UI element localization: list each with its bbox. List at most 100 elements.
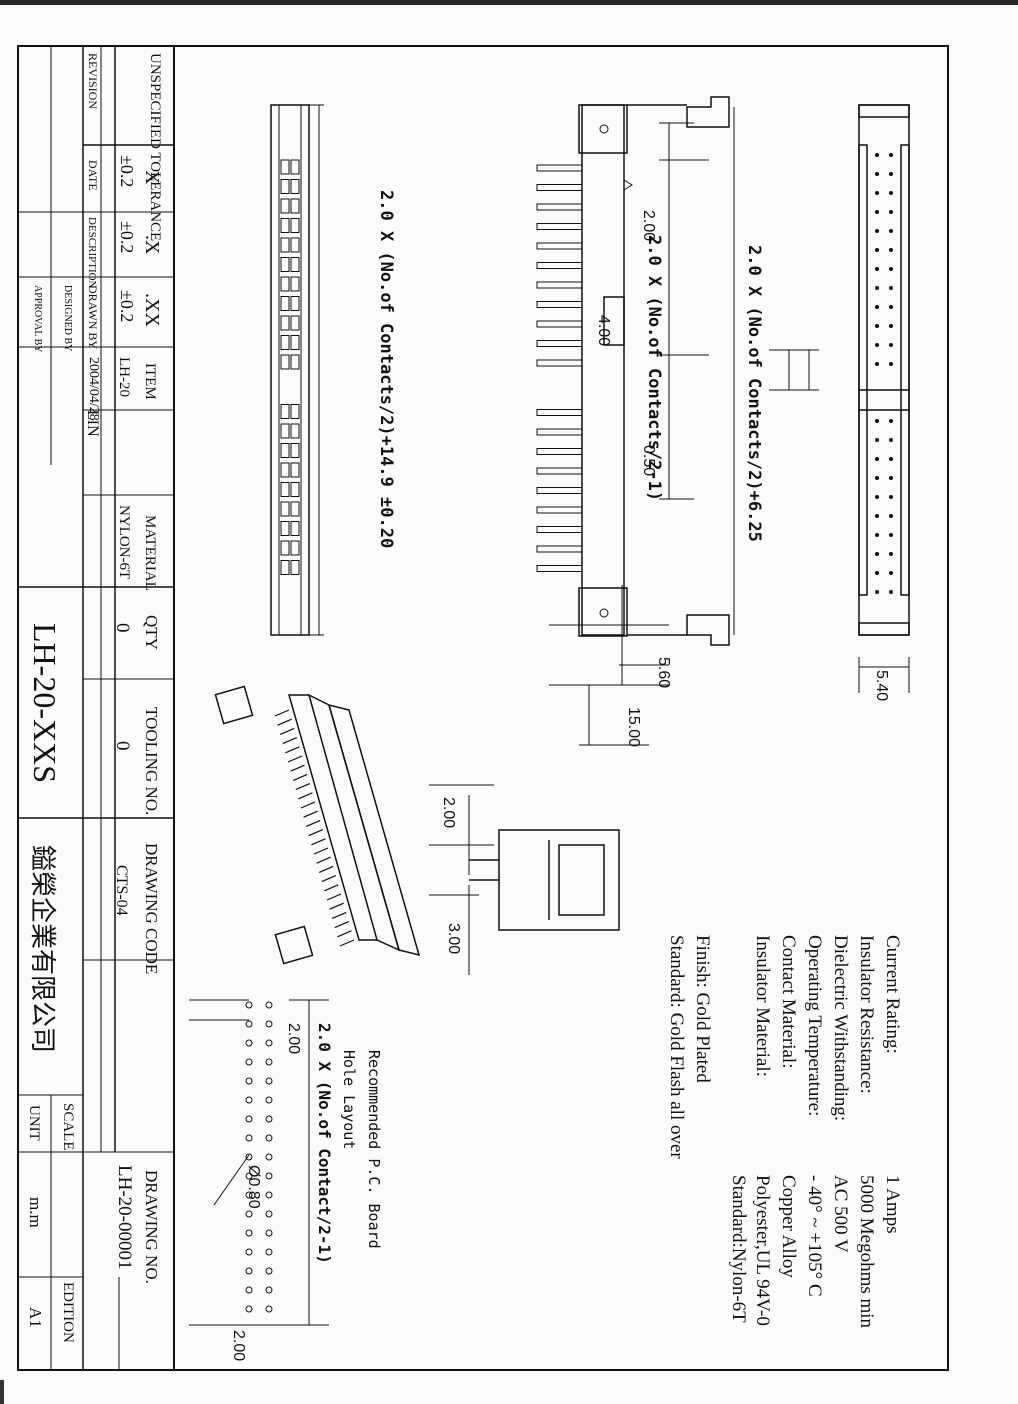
bottom-pin	[290, 540, 300, 556]
side-width-dim: 3.00	[445, 923, 462, 954]
tol-x-value: ±0.2	[117, 155, 137, 187]
top-hole	[889, 495, 893, 499]
top-hole	[875, 286, 879, 290]
bottom-pin	[290, 423, 300, 439]
bottom-pin	[290, 296, 300, 311]
tooling-header: TOOLING NO.	[142, 707, 161, 815]
pitch-dim: 2.00	[640, 210, 657, 241]
iso-pin	[303, 810, 318, 818]
bottom-pin	[290, 354, 300, 370]
top-hole	[875, 457, 879, 461]
unit-value: m.m	[26, 1197, 45, 1228]
top-hole	[875, 590, 879, 594]
iso-pin-array	[274, 709, 355, 947]
pcb-hole	[265, 1248, 273, 1256]
iso-pin	[318, 865, 334, 873]
top-hole	[875, 210, 879, 214]
spec-value-2: AC 500 V	[830, 1175, 851, 1253]
bottom-pin	[280, 540, 290, 556]
drawing-svg: UNSPECIFIED TOLERANCE X .X .XX ±0.2 ±0.2…	[17, 45, 949, 1371]
edition-label: EDITION	[60, 1282, 76, 1343]
scan-edge-mark	[0, 1380, 4, 1404]
bottom-pin	[290, 237, 300, 253]
pcb-hole	[245, 1134, 253, 1142]
front-pin	[536, 526, 583, 533]
front-pin	[536, 506, 583, 514]
pcb-hole	[265, 1020, 273, 1028]
pcb-layout	[189, 999, 329, 1326]
top-hole	[875, 476, 879, 480]
scan-top-edge	[0, 0, 1018, 5]
top-hole	[875, 362, 879, 366]
front-pin	[536, 409, 583, 416]
top-hole	[875, 514, 879, 518]
top-hole	[875, 343, 879, 347]
top-hole-array	[875, 153, 893, 594]
front-pin	[536, 164, 583, 172]
bottom-pin	[280, 443, 290, 458]
material-header: MATERIAL	[142, 515, 158, 591]
top-hole	[875, 267, 879, 271]
pcb-hole	[265, 1210, 273, 1218]
spec-value-5: Polyester,UL 94V-0	[752, 1175, 773, 1326]
front-pin	[536, 467, 583, 475]
top-hole	[875, 229, 879, 233]
side-pitch-dim: 2.00	[440, 797, 457, 828]
bottom-pin	[290, 335, 300, 350]
pcb-hole	[245, 1096, 253, 1104]
top-hole	[889, 476, 893, 480]
pcb-hole	[245, 1286, 253, 1294]
front-pin	[536, 281, 583, 289]
iso-pin	[305, 819, 321, 827]
pcb-length-dim: 2.0 X (No.of Contact/2-1)	[315, 1023, 334, 1264]
top-hole	[889, 419, 893, 423]
top-hole	[889, 571, 893, 575]
drawn-by-value: LIN	[84, 410, 101, 437]
pcb-hole	[265, 1077, 273, 1085]
top-hole	[889, 305, 893, 309]
bottom-pin	[280, 179, 290, 194]
bottom-pin	[290, 443, 300, 458]
front-pin	[536, 487, 583, 494]
revision-label: REVISION	[86, 53, 100, 109]
pcb-hole	[265, 1115, 273, 1123]
front-pin	[536, 565, 583, 572]
pcb-pitch-a-dim: 2.00	[285, 1023, 302, 1054]
specs: Current Rating: Insulator Resistance: Di…	[666, 935, 903, 1329]
spec-value-3: - 40° ~ +105° C	[804, 1175, 825, 1297]
bottom-pin-array	[280, 159, 300, 575]
top-hole	[875, 495, 879, 499]
pcb-hole	[245, 1077, 253, 1085]
top-hole	[889, 267, 893, 271]
top-hole	[875, 248, 879, 252]
bottom-pin	[280, 501, 290, 517]
spec-value-0: 1 Amps	[882, 1175, 903, 1234]
top-hole	[875, 419, 879, 423]
front-pin	[536, 340, 583, 347]
iso-pin	[308, 829, 324, 837]
bottom-length-dim: 2.0 X (No.of Contacts/2)+14.9 ±0.20	[376, 190, 396, 548]
iso-pin	[277, 718, 292, 726]
top-view-dims	[858, 657, 910, 693]
bottom-pin	[280, 404, 290, 419]
top-hole	[889, 324, 893, 328]
qty-value: 0	[112, 623, 133, 633]
front-dims	[549, 107, 819, 746]
front-pin	[536, 320, 583, 328]
key-width-dim: 4.00	[595, 315, 612, 346]
bottom-pin	[280, 354, 290, 370]
pcb-hole	[265, 1153, 273, 1161]
top-hole	[889, 248, 893, 252]
bottom-pin	[290, 404, 300, 419]
top-hole	[889, 210, 893, 214]
pcb-hole	[245, 1153, 253, 1161]
top-hole	[889, 457, 893, 461]
bottom-view	[270, 104, 324, 636]
pcb-hole	[245, 1001, 253, 1009]
bottom-pin	[280, 159, 290, 175]
iso-pin	[316, 856, 331, 864]
isometric-view	[214, 685, 421, 965]
iso-pin	[326, 893, 342, 901]
top-hole	[875, 438, 879, 442]
